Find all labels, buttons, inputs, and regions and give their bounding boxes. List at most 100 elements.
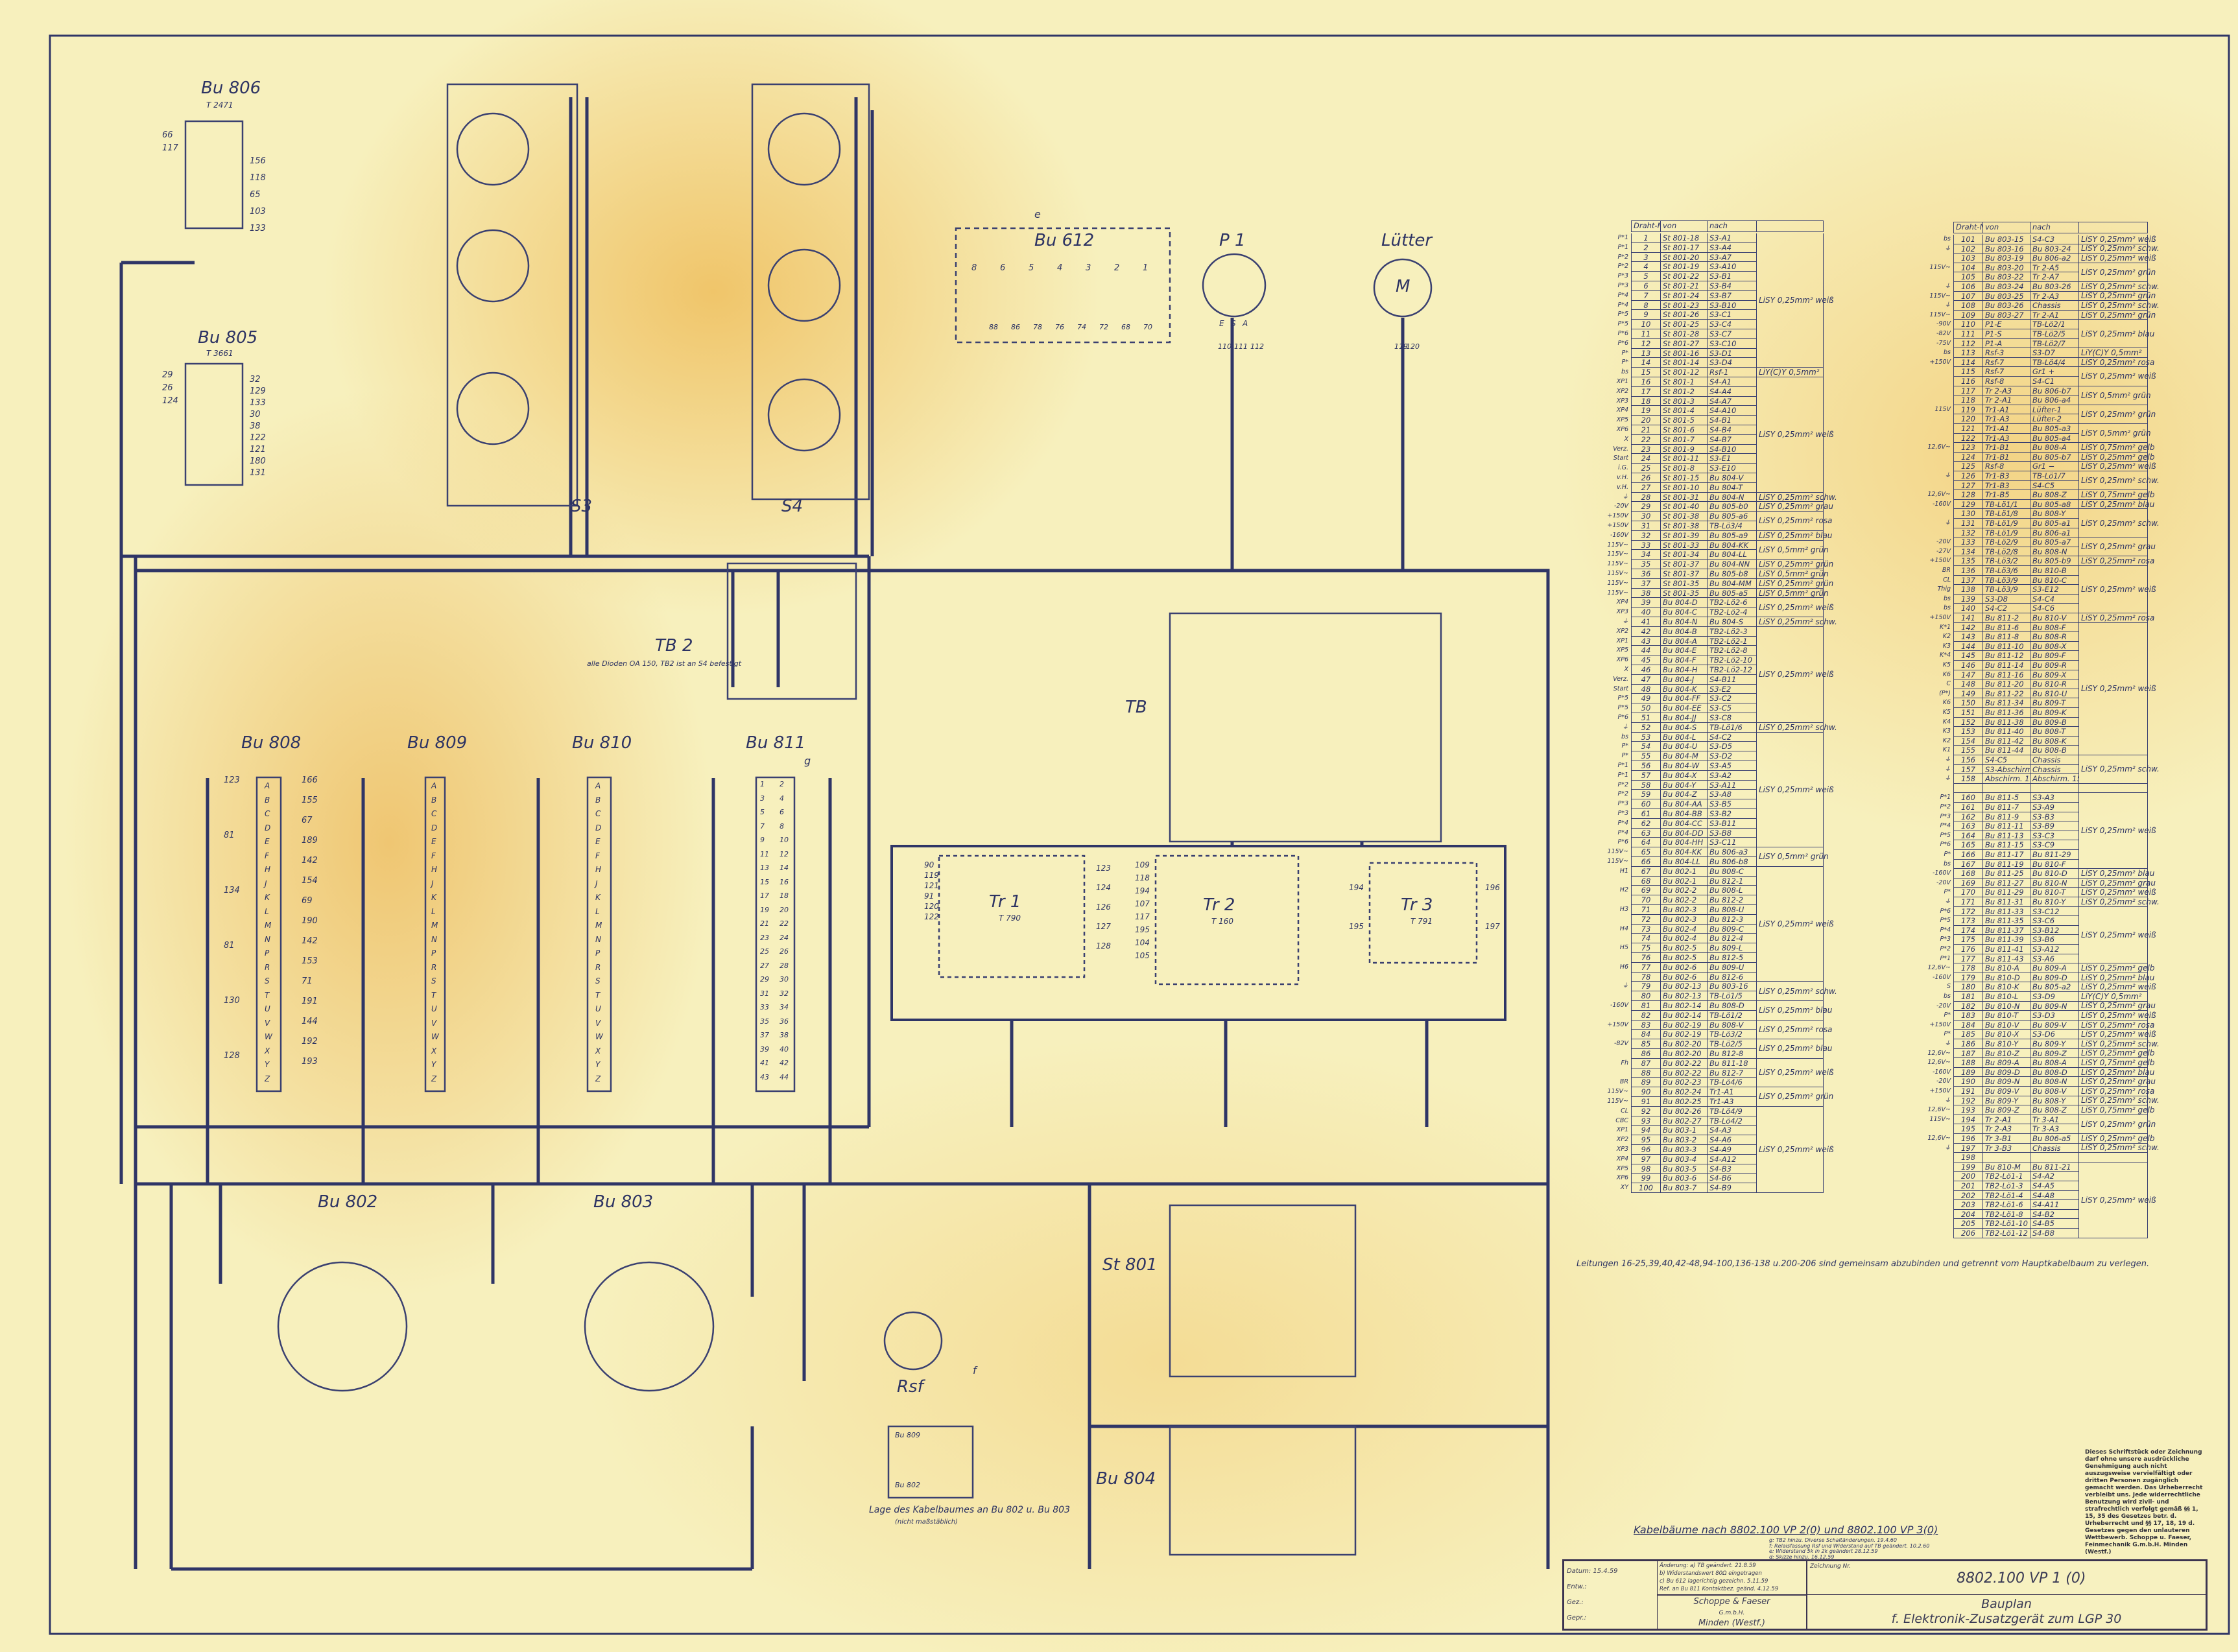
- drawing-number: 8802.100 VP 1 (0): [1957, 1570, 2086, 1587]
- wire-number-cell: 141: [1953, 613, 1983, 623]
- to-cell: Lüfter-2: [2030, 414, 2079, 424]
- to-cell: S4-C5: [2030, 480, 2079, 491]
- signal-label: S: [1946, 983, 1951, 991]
- signal-label: -20V: [1936, 538, 1951, 546]
- pin-number: 4: [1057, 263, 1063, 273]
- from-cell: Bu 802-2: [1661, 886, 1708, 896]
- to-cell: Bu 811-18: [1708, 1058, 1757, 1068]
- to-cell: Bu 804-N: [1708, 492, 1757, 502]
- from-cell: St 801-38: [1661, 521, 1708, 531]
- signal-label: P*1: [1617, 243, 1628, 251]
- signal-label: P*4: [1940, 926, 1951, 934]
- wire-number-cell: 8: [1631, 300, 1661, 311]
- pin-letter: R: [431, 962, 437, 972]
- wire-label: 72: [1099, 323, 1108, 331]
- signal-label: P*3: [1940, 812, 1951, 820]
- signal-label: +150V: [1607, 1021, 1628, 1028]
- cable-type-cell: LiSY 0,25mm² blau: [1757, 531, 1832, 541]
- from-cell: Bu 809-A: [1983, 1058, 2030, 1068]
- from-cell: TB-Lö3/2: [1983, 556, 2030, 566]
- signal-label: K5: [1942, 661, 1951, 668]
- luefter-motor: [1373, 258, 1433, 318]
- signal-label: P*2: [1617, 790, 1628, 798]
- pin-letter: K: [431, 893, 436, 902]
- signal-label: bs: [1944, 235, 1951, 242]
- signal-label: H6: [1619, 963, 1628, 971]
- signal-label: 12,6V~: [1927, 443, 1951, 451]
- from-cell: Bu 804-LL: [1661, 857, 1708, 867]
- from-cell: Bu 804-E: [1661, 646, 1708, 656]
- signal-label: X: [1624, 435, 1628, 443]
- wire-number-cell: 70: [1631, 895, 1661, 905]
- p1-label: P 1: [1219, 231, 1246, 250]
- to-cell: S3-E2: [1708, 684, 1757, 694]
- from-cell: TB-Lö2/8: [1983, 547, 2030, 557]
- from-cell: Bu 810-K: [1983, 982, 2030, 992]
- to-cell: TB2-Lö2-6: [1708, 598, 1757, 608]
- note-kabelbaeume: Kabelbäume nach 8802.100 VP 2(0) und 880…: [1634, 1524, 1938, 1536]
- signal-label: P*: [1621, 349, 1628, 357]
- cable-type-cell: LiSY 0,25mm² rosa: [2079, 1021, 2154, 1030]
- pin-letter: U: [265, 1004, 270, 1013]
- signal-label: C: [1946, 680, 1951, 688]
- cable-type-cell: LiSY 0,25mm² blau: [2079, 320, 2154, 349]
- bu612-label: Bu 612: [1034, 231, 1095, 250]
- to-cell: S4-B3: [1708, 1164, 1757, 1174]
- to-cell: Chassis: [2030, 755, 2079, 765]
- tb-board: [1169, 612, 1442, 843]
- signal-label: XP1: [1616, 1126, 1628, 1134]
- cable-type-cell: LiSY 0,25mm² rosa: [2079, 613, 2154, 623]
- cable-type-cell: LiSY 0,25mm² weiß: [2079, 235, 2156, 244]
- to-cell: Tr 2-A3: [2030, 291, 2079, 301]
- wire-number-cell: 165: [1953, 840, 1983, 850]
- from-cell: TB-Lö3/6: [1983, 566, 2030, 576]
- bu810-strip: [586, 776, 612, 1092]
- wire-number-cell: 101: [1953, 235, 1983, 244]
- to-cell: Bu 811-29: [2030, 850, 2079, 860]
- from-cell: Bu 811-16: [1983, 670, 2030, 680]
- cable-type-cell: LiSY 0,25mm² schw.: [2079, 897, 2160, 907]
- cable-type-cell: LiSY 0,25mm² rosa: [1757, 1020, 1832, 1040]
- pin-number: 7: [760, 821, 765, 831]
- pin-letter: B: [595, 795, 601, 805]
- from-cell: St 801-37: [1661, 569, 1708, 579]
- pin-number: 8: [971, 263, 977, 273]
- wire-number-cell: 127: [1953, 480, 1983, 491]
- from-cell: St 801-21: [1661, 281, 1708, 291]
- wire-number-cell: 47: [1631, 674, 1661, 685]
- bu802-label: Bu 802: [318, 1192, 378, 1212]
- wire-number-cell: 35: [1631, 560, 1661, 569]
- wire-label: 191: [302, 997, 318, 1006]
- pin-letter: J: [595, 879, 598, 888]
- from-cell: Bu 811-42: [1983, 736, 2030, 746]
- to-cell: Bu 808-N: [2030, 1077, 2079, 1087]
- from-cell: Rsf-8: [1983, 377, 2030, 386]
- from-cell: St 801-39: [1661, 530, 1708, 541]
- signal-label: P*5: [1617, 704, 1628, 712]
- signal-label: 115V~: [1929, 1115, 1951, 1123]
- to-cell: Bu 809-U: [1708, 962, 1757, 973]
- wire-label: 30: [250, 410, 261, 419]
- wire-number-cell: 175: [1953, 935, 1983, 945]
- to-cell: S3-C7: [1708, 329, 1757, 339]
- wire-label: 128: [1096, 941, 1111, 950]
- signal-label: 115V~: [1929, 263, 1951, 271]
- from-cell: Bu 810-X: [1983, 1030, 2030, 1039]
- from-cell: Bu 802-3: [1661, 905, 1708, 915]
- to-cell: Tr1-A3: [1708, 1097, 1757, 1107]
